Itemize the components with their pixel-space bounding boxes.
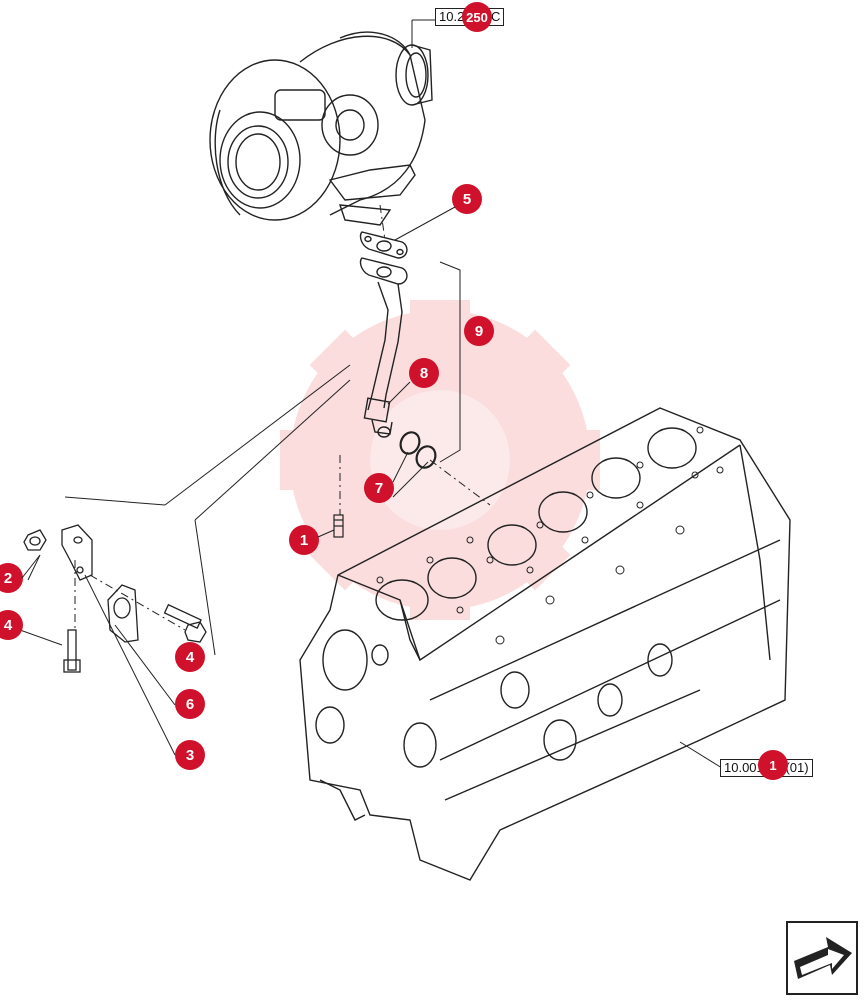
turbocharger-ref-badge: 250	[462, 2, 492, 32]
callout-3[interactable]: 3	[175, 740, 205, 770]
bolt-drawing	[333, 514, 344, 538]
arrow-icon	[794, 937, 852, 979]
turbocharger-drawing	[209, 31, 433, 226]
callout-1[interactable]: 1	[289, 525, 319, 555]
callout-8[interactable]: 8	[409, 358, 439, 388]
callout-4-right[interactable]: 4	[175, 642, 205, 672]
callout-7[interactable]: 7	[364, 473, 394, 503]
engine-block-drawing	[299, 407, 791, 881]
callout-4-left[interactable]: 4	[0, 610, 23, 640]
engine-block-ref-badge: 1	[758, 750, 788, 780]
gasket-drawing	[359, 231, 408, 259]
callout-5[interactable]: 5	[452, 184, 482, 214]
drain-pipe-drawing	[359, 257, 408, 438]
engine-block-bolt-holes	[376, 426, 724, 645]
next-page-button[interactable]	[786, 921, 858, 995]
callout-9[interactable]: 9	[464, 316, 494, 346]
callout-6[interactable]: 6	[175, 689, 205, 719]
callout-2[interactable]: 2	[0, 563, 23, 593]
